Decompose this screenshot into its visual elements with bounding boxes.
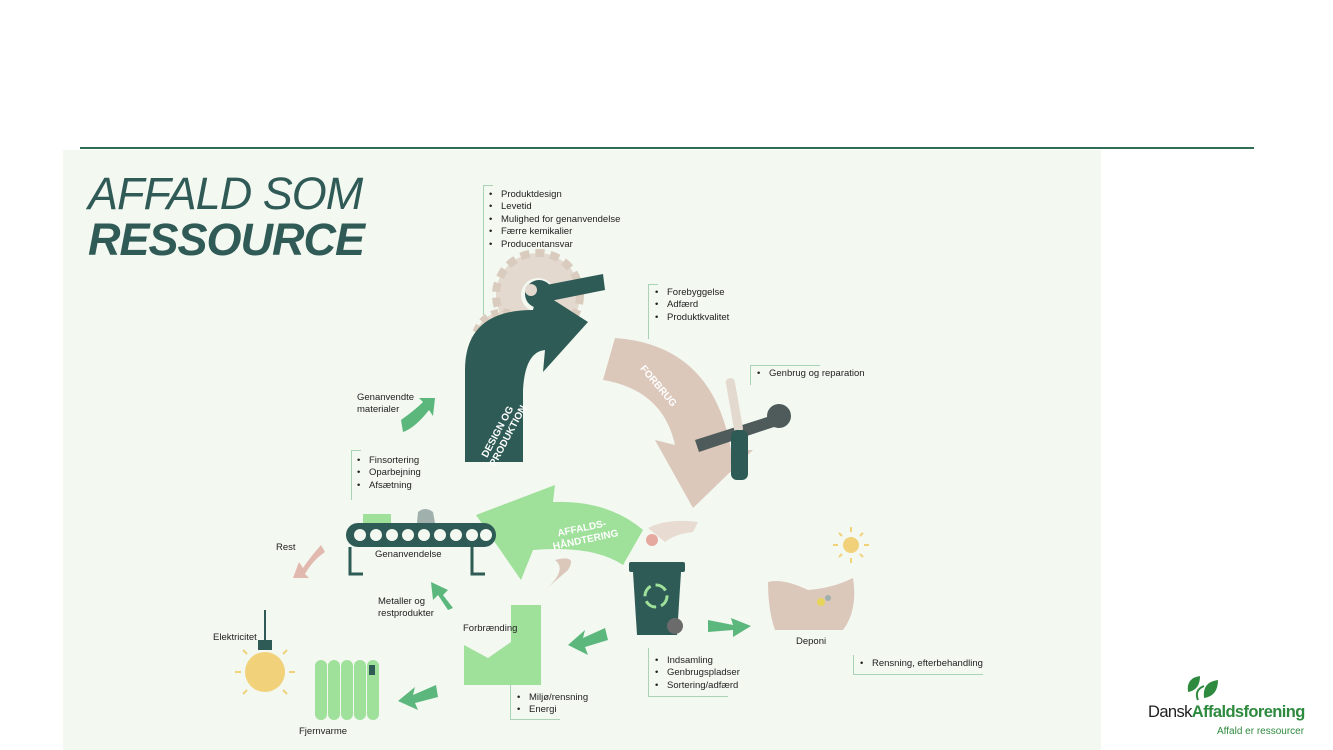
list-item: Miljø/rensning: [517, 692, 588, 705]
arrow-metaller: [431, 582, 453, 610]
genanvendte-label: Genanvendte materialer: [357, 392, 414, 416]
list-item: Produktkvalitet: [655, 312, 729, 325]
forbrug-bullets: Forebyggelse Adfærd Produktkvalitet: [653, 287, 729, 325]
reparation-bullets: Genbrug og reparation: [755, 368, 865, 381]
logo-name: DanskAffaldsforening: [1148, 703, 1305, 722]
conveyor-icon: [346, 509, 496, 576]
list-item: Oparbejning: [357, 467, 421, 480]
connector-line: [510, 719, 560, 720]
connector-line: [750, 365, 751, 385]
connector-line: [510, 685, 511, 720]
connector-line: [750, 365, 820, 366]
tools-icon: [695, 378, 791, 480]
logo-tagline: Affald er ressourcer: [1217, 726, 1305, 737]
list-item: Rensning, efterbehandling: [860, 658, 983, 671]
arrow-genanvendte: [401, 398, 435, 432]
factory-icon: [464, 558, 572, 685]
forbrug-arrow-shape: [603, 338, 753, 508]
connector-line: [853, 655, 854, 675]
elektricitet-label: Elektricitet: [213, 632, 257, 643]
cycle-illustration: DESIGN OG PRODUKTION FORBRUG AFFALDS- HÅ…: [235, 249, 869, 720]
hand-icon: [648, 520, 698, 542]
genanvendte-line1: Genanvendte: [357, 392, 415, 403]
arrow-to-deponi: [708, 618, 751, 637]
list-item: Forebyggelse: [655, 287, 729, 300]
list-item: Produktdesign: [489, 189, 620, 202]
sorting-bullets: Finsortering Oparbejning Afsætning: [355, 455, 421, 493]
logo-name-part1: Dansk: [1148, 703, 1192, 721]
deponi-label: Deponi: [796, 636, 827, 647]
design-bullets: Produktdesign Levetid Mulighed for genan…: [487, 189, 620, 251]
genanvendelse-label: Genanvendelse: [375, 549, 442, 560]
logo-leaf-icon: [1187, 676, 1218, 701]
trash-bin-icon: [629, 562, 685, 635]
handtering-arrow-shape: [476, 485, 643, 580]
connector-line: [648, 648, 649, 696]
design-arrow-shape: [465, 290, 588, 462]
connector-line: [648, 284, 649, 339]
list-item: Genbrugspladser: [655, 667, 740, 680]
list-item: Sortering/adfærd: [655, 680, 740, 693]
title-line-2: RESSOURCE: [88, 214, 365, 265]
rest-label: Rest: [276, 542, 296, 553]
landfill-icon: [768, 578, 855, 630]
deponi-bullets: Rensning, efterbehandling: [858, 658, 983, 671]
connector-line: [351, 450, 352, 500]
list-item: Adfærd: [655, 299, 729, 312]
list-item: Producentansvar: [489, 239, 620, 252]
list-item: Afsætning: [357, 480, 421, 493]
arrow-to-radiator: [398, 685, 438, 710]
logo-name-part2: Affaldsforening: [1191, 703, 1306, 721]
list-item: Finsortering: [357, 455, 421, 468]
title-line-1: AFFALD SOM: [88, 168, 363, 219]
list-item: Færre kemikalier: [489, 226, 620, 239]
header-divider: [80, 147, 1254, 149]
indsamling-bullets: Indsamling Genbrugspladser Sortering/adf…: [653, 655, 740, 693]
sun-icon: [833, 527, 869, 563]
connector-line: [351, 450, 361, 451]
metaller-line1: Metaller og: [378, 596, 425, 607]
connector-line: [648, 696, 728, 697]
connector-line: [483, 185, 484, 315]
arrow-to-factory: [568, 628, 608, 655]
list-item: Mulighed for genanvendelse: [489, 214, 620, 227]
forbraending-label: Forbrænding: [463, 623, 518, 634]
arrow-rest: [293, 545, 325, 578]
list-item: Levetid: [489, 201, 620, 214]
fjernvarme-label: Fjernvarme: [299, 726, 348, 737]
connector-line: [483, 185, 493, 186]
lightbulb-icon: [235, 610, 295, 695]
apple-icon: [646, 534, 658, 546]
radiator-icon: [315, 660, 379, 720]
connector-line: [648, 284, 658, 285]
list-item: Genbrug og reparation: [757, 368, 865, 381]
forbraending-bullets: Miljø/rensning Energi: [515, 692, 588, 717]
genanvendte-line2: materialer: [357, 404, 400, 415]
infographic-panel: AFFALD SOM RESSOURCE: [63, 150, 1101, 750]
connector-line: [853, 674, 983, 675]
metaller-label: Metaller og restprodukter: [378, 596, 434, 620]
list-item: Energi: [517, 704, 588, 717]
list-item: Indsamling: [655, 655, 740, 668]
dansk-affaldsforening-logo: DanskAffaldsforening Affald er ressource…: [1148, 672, 1318, 742]
metaller-line2: restprodukter: [378, 608, 434, 619]
